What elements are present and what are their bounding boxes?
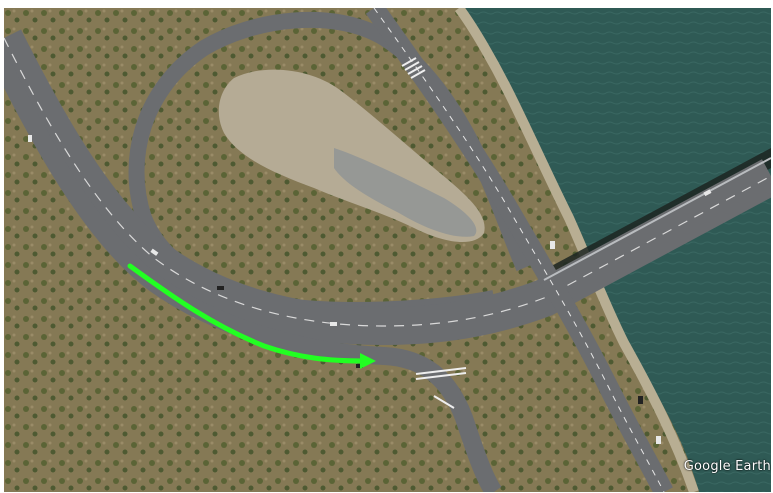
bridge-edge [543, 157, 771, 281]
exit-ramp-south [4, 63, 502, 492]
vehicles [28, 135, 712, 444]
crosswalk-bottom [415, 367, 467, 409]
coastal-road-marking [373, 8, 665, 492]
main-highway-divider [4, 37, 771, 327]
map-canvas [4, 8, 771, 492]
clearing-gray [334, 148, 477, 237]
google-earth-watermark: Google Earth [683, 459, 771, 474]
crosswalk-top [401, 57, 426, 79]
route-arrow [127, 263, 367, 364]
satellite-map[interactable]: Google Earth [4, 8, 771, 492]
route-arrowhead [360, 353, 376, 369]
shoreline [454, 8, 699, 492]
